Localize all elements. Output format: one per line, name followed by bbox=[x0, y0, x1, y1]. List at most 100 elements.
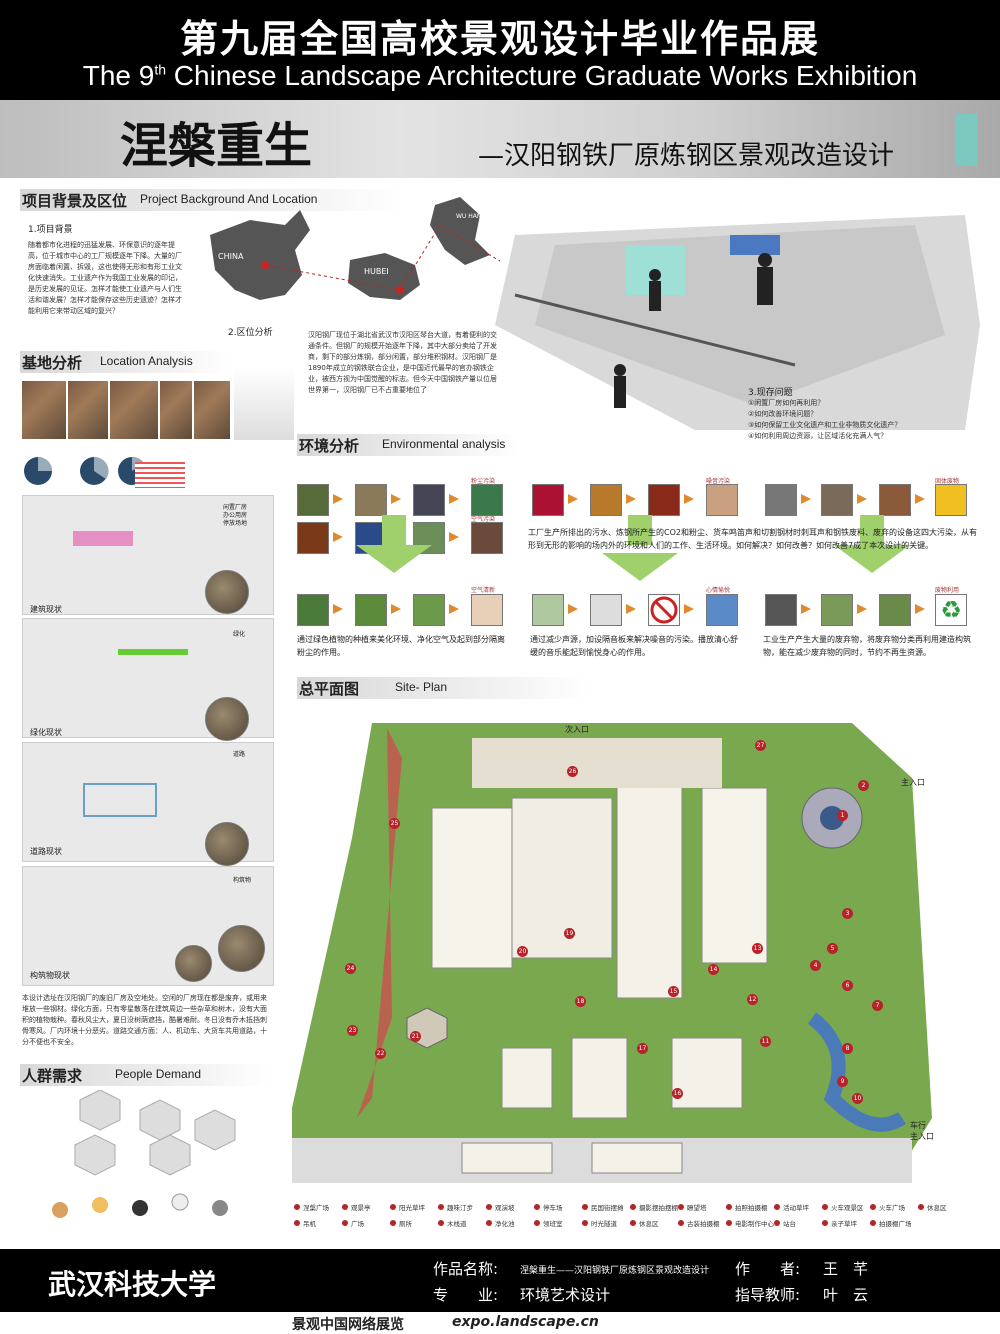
fire-photo bbox=[532, 484, 564, 516]
legend-label: 涅槃广场 bbox=[303, 1204, 329, 1212]
legend-marker-icon bbox=[726, 1204, 732, 1210]
arrow-icon bbox=[857, 494, 867, 504]
legend-label: 火车观景区 bbox=[831, 1204, 864, 1212]
legend-marker-icon bbox=[870, 1204, 876, 1210]
legend-text: 停放场地 bbox=[223, 520, 248, 527]
noise-person-photo bbox=[706, 484, 738, 516]
greenery-status-map: 绿化 bbox=[22, 618, 274, 738]
bottom-bar: 景观中国网络展览 expo.landscape.cn bbox=[0, 1312, 1000, 1333]
legend-label: 广场 bbox=[351, 1220, 364, 1228]
arrow-icon bbox=[801, 604, 811, 614]
structure-photo-circle bbox=[175, 945, 212, 982]
legend-text: 办公用房 bbox=[223, 512, 248, 519]
exhibition-site-name: 景观中国网络展览 bbox=[292, 1317, 404, 1333]
arrow-icon bbox=[391, 494, 401, 504]
env-tag: 噪音污染 bbox=[706, 478, 731, 485]
background-p2-title: 2.区位分析 bbox=[228, 328, 273, 338]
legend-label: 木栈道 bbox=[447, 1220, 467, 1228]
furnace-photo bbox=[297, 522, 329, 554]
scrap-sculpture-photo bbox=[765, 594, 797, 626]
map-label-china: CHINA bbox=[218, 252, 244, 261]
legend-marker-icon bbox=[774, 1220, 780, 1226]
env-solution-row: 空气清新 心情愉悦 ♻ 废物利用 bbox=[297, 587, 997, 632]
legend-marker-icon bbox=[534, 1204, 540, 1210]
section-title-cn: 人群需求 bbox=[22, 1067, 83, 1085]
scrap-photo bbox=[821, 484, 853, 516]
sound-barrier-photo bbox=[532, 594, 564, 626]
legend-marker-icon bbox=[582, 1220, 588, 1226]
legend-marker-icon bbox=[630, 1220, 636, 1226]
env-tag: 废物利用 bbox=[935, 587, 960, 594]
legend-marker-icon bbox=[438, 1220, 444, 1226]
site-photo bbox=[22, 381, 66, 439]
section-title-en: People Demand bbox=[115, 1067, 202, 1081]
footer: 武汉科技大学 作品名称: 涅槃重生——汉阳钢铁厂原炼钢区景观改造设计 作 者: … bbox=[0, 1249, 1000, 1312]
work-name: 涅槃重生——汉阳钢铁厂原炼钢区景观改造设计 bbox=[520, 1266, 710, 1276]
arrow-icon bbox=[449, 494, 459, 504]
advisor-label: 指导教师: bbox=[735, 1286, 801, 1304]
problem-item: ①闲置厂房如何再利用？ bbox=[748, 399, 825, 407]
arrow-icon bbox=[568, 494, 578, 504]
legend-marker-icon bbox=[294, 1204, 300, 1210]
legend-label: 时光隧道 bbox=[591, 1220, 617, 1228]
sculpture-photo bbox=[879, 594, 911, 626]
legend-marker-icon bbox=[390, 1220, 396, 1226]
background-p3-title: 3.现存问题 bbox=[748, 388, 793, 398]
site-label: 道路现状 bbox=[30, 847, 62, 856]
env-center-text: 工厂生产所排出的污水、炼钢所产生的CO2和粉尘、货车鸣笛声和切割钢材时刺耳声和钢… bbox=[528, 528, 977, 550]
legend-marker-icon bbox=[870, 1220, 876, 1226]
legend-marker-icon bbox=[438, 1204, 444, 1210]
env-tag: 空气清新 bbox=[471, 587, 496, 594]
legend-label: 领班室 bbox=[543, 1220, 563, 1228]
dust-photo bbox=[413, 484, 445, 516]
title-band: 涅槃重生 bbox=[0, 100, 1000, 178]
legend-label: 观景亭 bbox=[351, 1204, 371, 1212]
legend-label: 摄影摆拍摆棚 bbox=[639, 1204, 678, 1212]
main-entrance-label: 主入口 bbox=[901, 778, 925, 787]
music-icon bbox=[590, 594, 622, 626]
site-analysis-text: 本设计选址在汉阳钢厂的废旧厂房及空地处。空闲的厂房现在都是废弃，或用来堆放一些钢… bbox=[22, 994, 267, 1046]
sculpture-photo bbox=[821, 594, 853, 626]
author-name: 王 芊 bbox=[823, 1260, 869, 1278]
arrow-icon bbox=[626, 494, 636, 504]
dust-sign-icon bbox=[471, 484, 503, 516]
china-map bbox=[210, 210, 310, 300]
legend-text: 绿化 bbox=[233, 631, 246, 638]
legend-label: 观演坡 bbox=[495, 1204, 515, 1212]
legend-label: 拍摄棚广场 bbox=[879, 1220, 912, 1228]
section-title-en: Project Background And Location bbox=[140, 192, 318, 206]
legend-label: 古装拍摄棚 bbox=[687, 1220, 720, 1228]
advisor-name: 叶 云 bbox=[823, 1286, 869, 1304]
arrow-icon bbox=[915, 494, 925, 504]
section-title-en: Site- Plan bbox=[395, 680, 448, 694]
road-photo-circle bbox=[205, 822, 249, 866]
legend-text: 闲置厂房 bbox=[223, 504, 248, 511]
location-maps bbox=[210, 197, 500, 300]
garden-photo bbox=[355, 594, 387, 626]
legend-marker-icon bbox=[822, 1204, 828, 1210]
site-plan-map: 1 2 3 4 5 6 7 8 9 10 11 12 13 14 15 16 1… bbox=[292, 718, 952, 1183]
problem-list: ①闲置厂房如何再利用？ ②如何改善环境问题？ ③如何保留工业文化遗产和工业非物质… bbox=[748, 398, 978, 442]
section-title-cn: 基地分析 bbox=[22, 354, 83, 372]
exhibition-url[interactable]: expo.landscape.cn bbox=[452, 1314, 599, 1330]
legend-marker-icon bbox=[582, 1204, 588, 1210]
arrow-icon bbox=[626, 604, 636, 614]
section-title-cn: 总平面图 bbox=[299, 680, 360, 698]
legend-label: 民国街摆摊 bbox=[591, 1204, 624, 1212]
section-site-plan: 总平面图 Site- Plan bbox=[297, 677, 589, 699]
scrap-photo bbox=[879, 484, 911, 516]
legend-label: 停车场 bbox=[543, 1204, 563, 1212]
no-horn-icon bbox=[648, 594, 680, 626]
arrow-icon bbox=[449, 532, 459, 542]
legend-marker-icon bbox=[390, 1204, 396, 1210]
background-p1-title: 1.项目背景 bbox=[28, 225, 73, 235]
site-photo bbox=[110, 381, 158, 439]
exhibition-title-cn: 第九届全国高校景观设计毕业作品展 bbox=[179, 17, 820, 61]
section-title-cn: 项目背景及区位 bbox=[22, 192, 128, 210]
problem-item: ③如何保留工业文化遗产和工业非物质文化遗产？ bbox=[748, 421, 902, 429]
wuhan-map bbox=[430, 197, 490, 265]
background-p2-text: 汉阳钢厂现位于湖北省武汉市汉阳区琴台大道，有着便利的交通条件。但钢厂的规模开始逐… bbox=[308, 331, 497, 394]
flow-arrow-stem bbox=[628, 515, 652, 545]
vehicle-entrance-label: 车行主入口 bbox=[910, 1121, 934, 1141]
legend-marker-icon bbox=[918, 1204, 924, 1210]
